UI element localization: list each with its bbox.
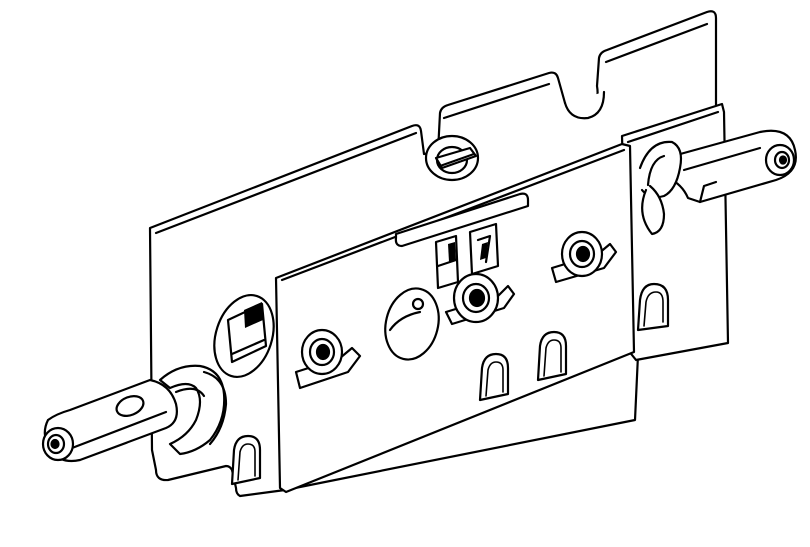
center-oval-hole: [378, 283, 446, 365]
left-link-arm: [43, 366, 224, 461]
pivot-boss-right: [552, 232, 616, 282]
arched-slot-back-left: [232, 436, 260, 484]
left-arm-hook: [160, 366, 224, 454]
right-arm-pin: [642, 186, 664, 234]
arched-slots: [232, 332, 566, 484]
front-left-hook: [204, 372, 226, 444]
left-arm-slot: [114, 392, 147, 419]
oval-holes: [204, 283, 446, 385]
right-link-arm: [640, 131, 796, 234]
right-bracket-plate: [622, 104, 728, 360]
arched-slot-right: [638, 284, 668, 330]
pivot-boss-left: [296, 330, 360, 388]
rectangular-tabs: [436, 224, 498, 288]
top-notch: [565, 92, 604, 118]
pivot-bosses: [296, 232, 616, 388]
arched-slot-1: [480, 354, 508, 400]
front-raised-ridge: [396, 194, 528, 246]
arched-slot-2: [538, 332, 566, 380]
pivot-boss-center: [446, 274, 514, 324]
spring-clip-top: [426, 136, 478, 180]
